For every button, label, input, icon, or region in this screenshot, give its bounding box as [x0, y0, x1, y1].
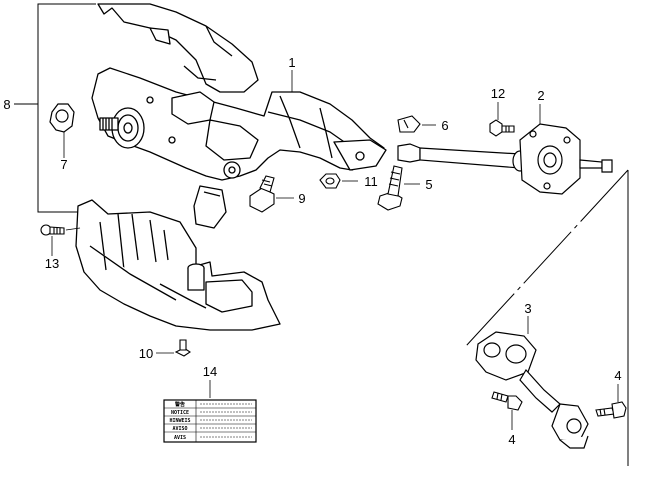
universal-joint-part-3[interactable] — [475, 316, 589, 449]
callout-5: 5 — [425, 177, 432, 192]
screw-part-13[interactable] — [40, 224, 81, 256]
callout-7: 7 — [60, 157, 67, 172]
lower-column-cover[interactable] — [75, 199, 281, 331]
callout-13: 13 — [45, 256, 59, 271]
callout-10: 10 — [139, 346, 153, 361]
intermediate-shaft-part-2[interactable] — [397, 104, 613, 195]
bolt-part-12[interactable] — [489, 102, 515, 137]
bolt-part-4-left[interactable] — [491, 391, 523, 430]
callout-4-right: 4 — [614, 368, 621, 383]
steering-column-assembly[interactable] — [91, 67, 387, 229]
callout-labels: 1 2 3 4 4 5 6 7 8 9 10 11 12 13 14 — [3, 55, 621, 447]
label-plate-row: AVISO — [172, 426, 187, 432]
callout-1: 1 — [288, 55, 295, 70]
nut-part-7[interactable] — [49, 103, 75, 158]
callout-4-left: 4 — [508, 432, 515, 447]
nut-part-11[interactable] — [319, 173, 358, 189]
label-plate-row: AVIS — [174, 435, 186, 441]
callout-11: 11 — [364, 174, 378, 189]
screw-part-10[interactable] — [156, 339, 191, 357]
connection-leader — [465, 169, 629, 466]
bolt-part-9[interactable] — [249, 175, 294, 213]
warning-label-plate: 警告 NOTICE HINWEIS AVISO AVIS — [163, 380, 257, 443]
callout-12: 12 — [491, 86, 505, 101]
bracket-part-8 — [14, 3, 96, 213]
label-plate-row: NOTICE — [171, 410, 189, 416]
callout-2: 2 — [537, 88, 544, 103]
upper-column-cover[interactable] — [97, 3, 259, 93]
callout-6: 6 — [441, 118, 448, 133]
label-plate-header: 警告 — [174, 401, 185, 408]
clip-nut-part-6[interactable] — [397, 115, 436, 133]
callout-8: 8 — [3, 97, 10, 112]
label-plate-row: HINWEIS — [169, 418, 190, 424]
callout-9: 9 — [298, 191, 305, 206]
bolt-part-5[interactable] — [377, 165, 420, 211]
callout-14: 14 — [203, 364, 217, 379]
callout-3: 3 — [524, 301, 531, 316]
bolt-part-4-right[interactable] — [595, 384, 627, 419]
